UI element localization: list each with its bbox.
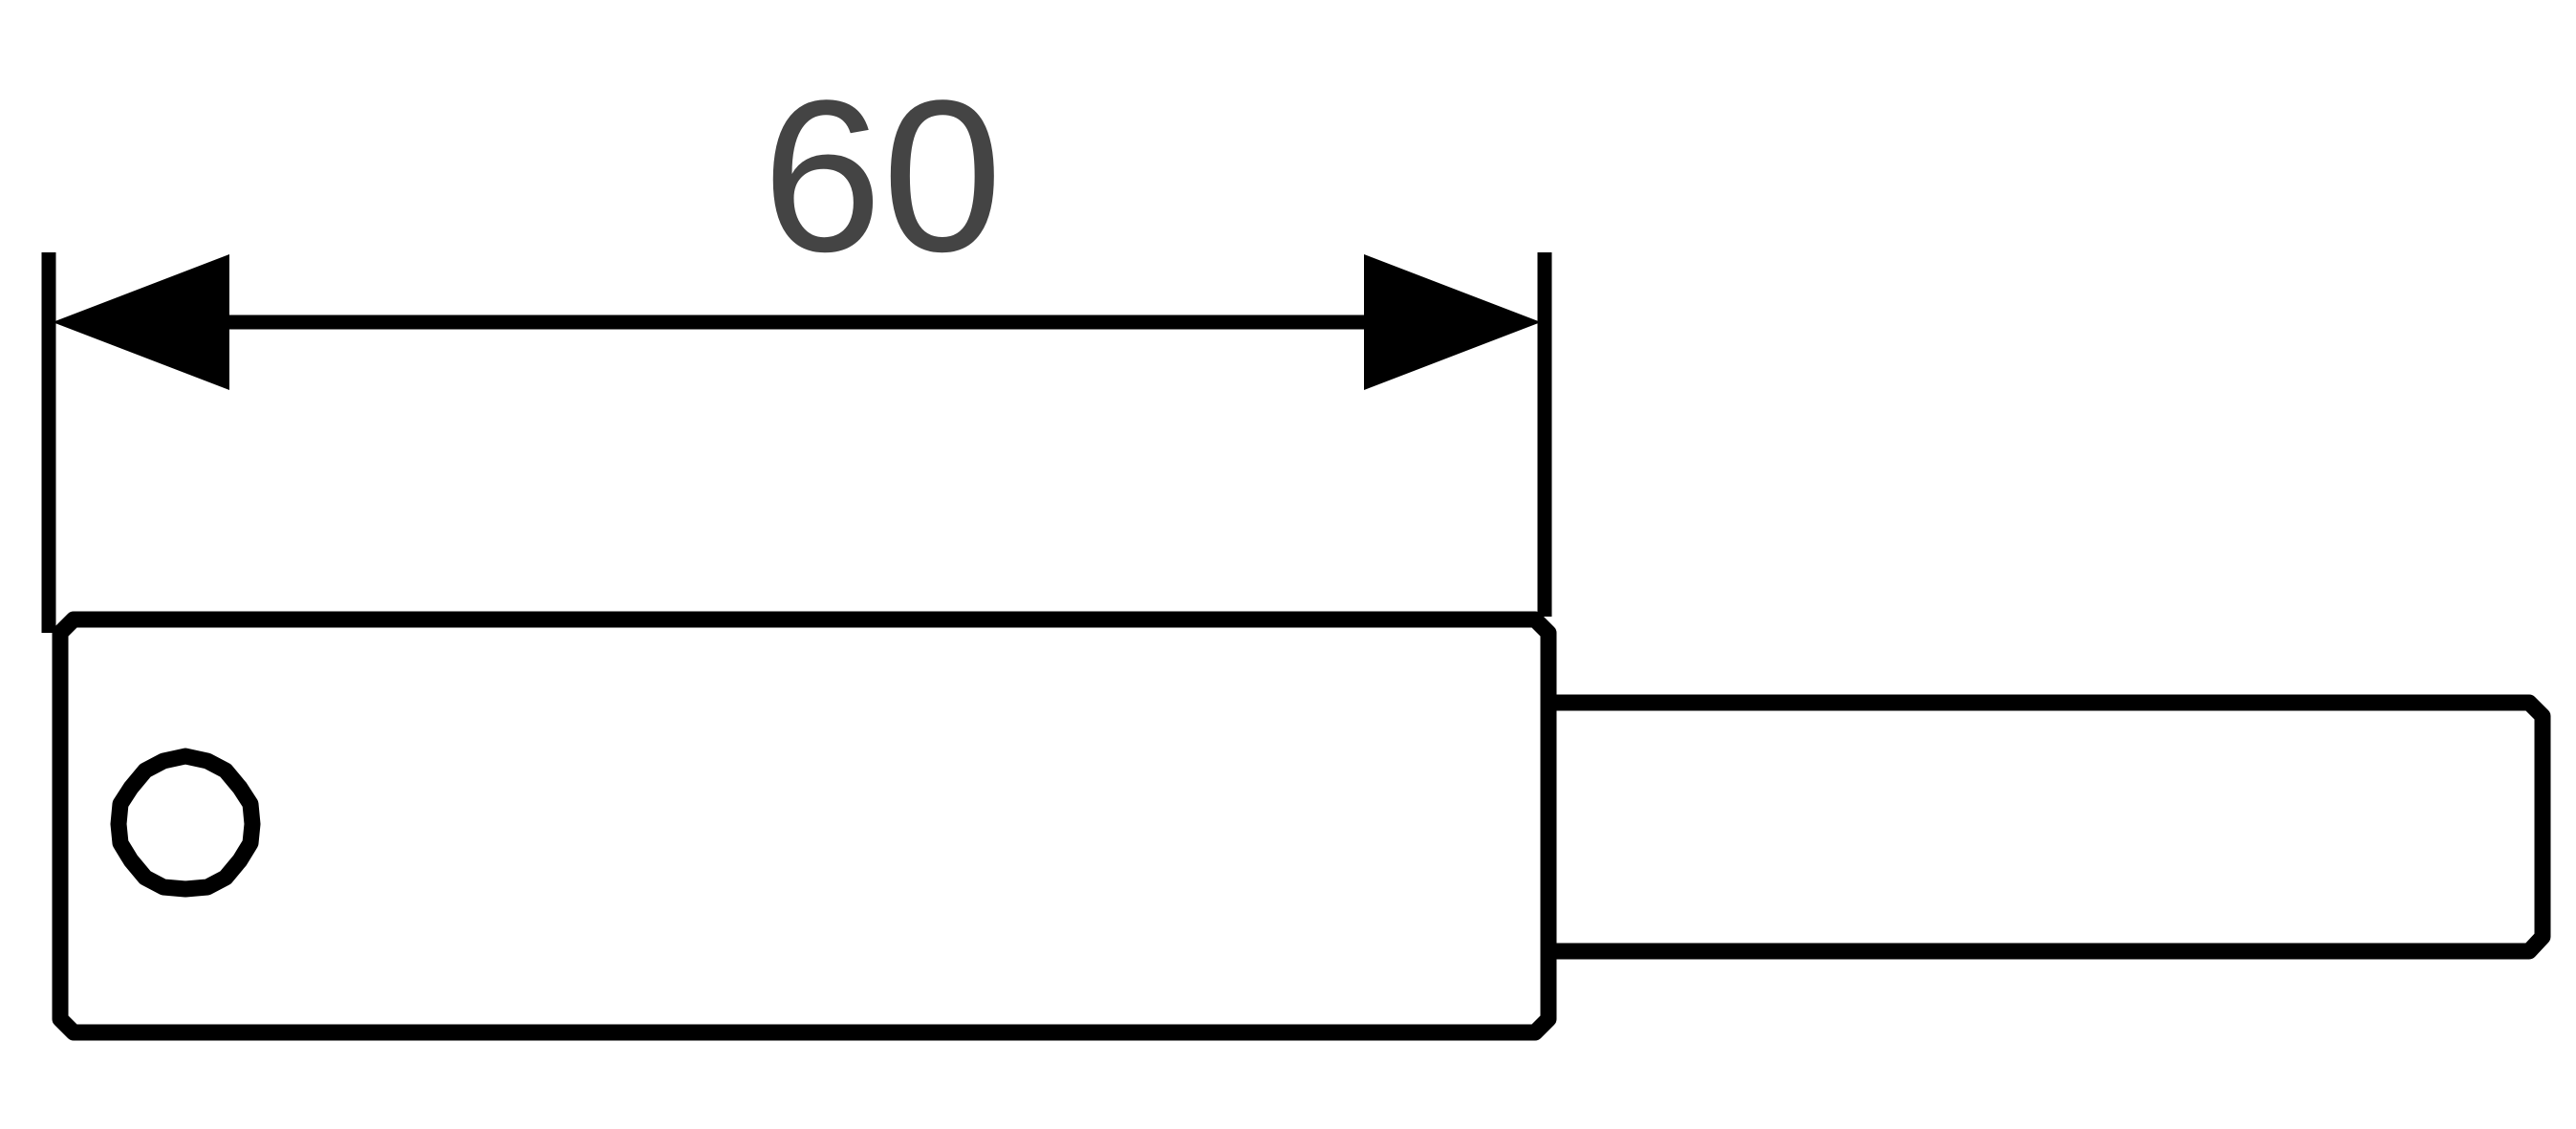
hole-circle — [110, 748, 261, 898]
arrowhead-right — [1364, 254, 1541, 390]
shaft — [1548, 694, 2551, 960]
main-body — [52, 611, 1557, 1041]
dimension-label: 60 — [762, 54, 1002, 296]
arrowhead-left — [53, 254, 229, 390]
